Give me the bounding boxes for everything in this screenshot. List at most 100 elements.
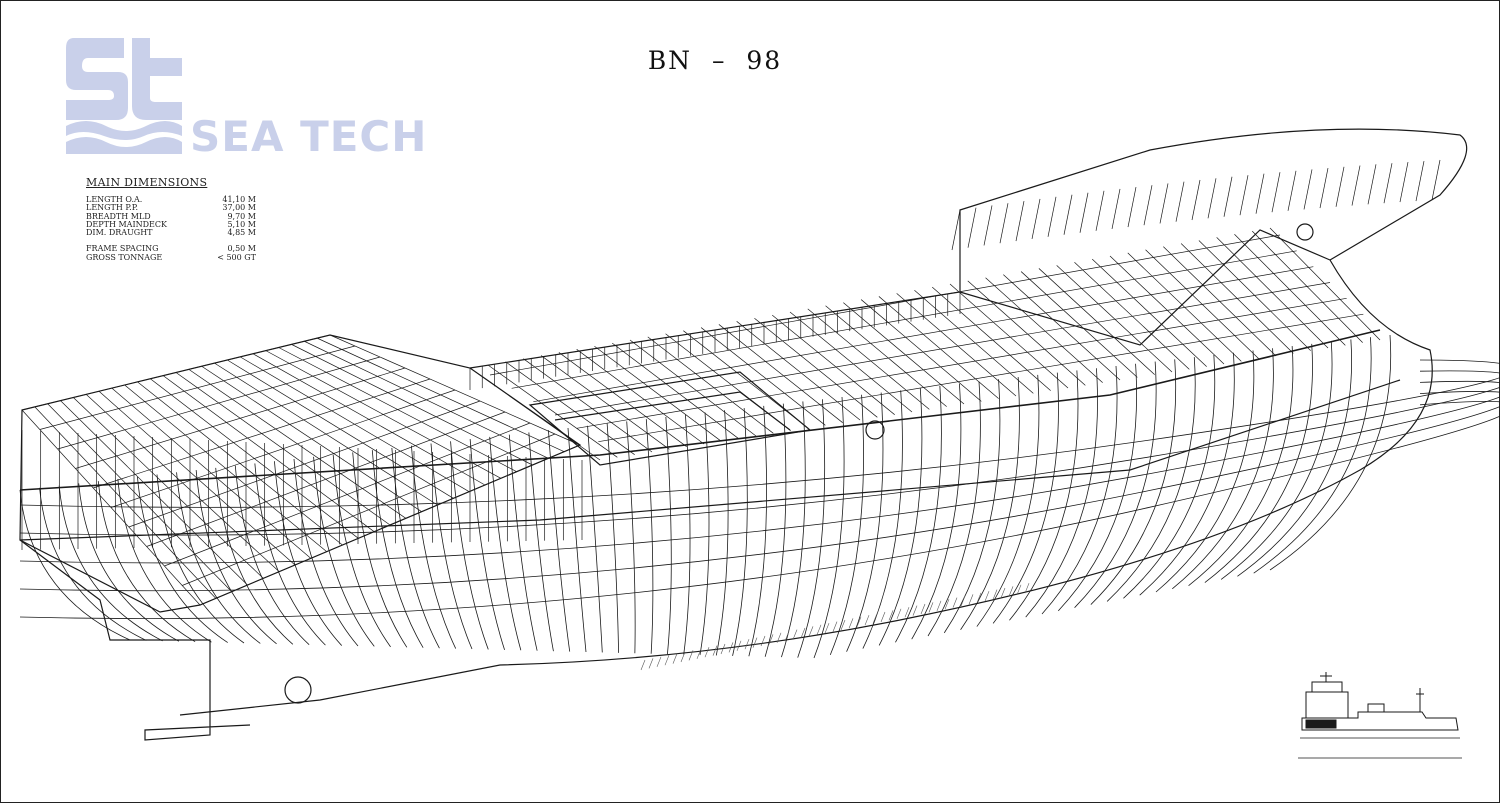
deck-girder xyxy=(554,282,1331,416)
hull-frame xyxy=(548,430,571,652)
dimension-row: LENGTH P.P.37,00 M xyxy=(86,203,256,213)
hull-frame xyxy=(391,447,440,649)
bilge-rib xyxy=(800,627,806,639)
hull-frame xyxy=(156,474,245,644)
deck-beam xyxy=(1003,274,1121,381)
hull-frame xyxy=(19,489,131,641)
deckhouse-longitudinal xyxy=(39,345,356,430)
bilge-rib xyxy=(816,624,822,635)
bilge-rib xyxy=(808,626,814,637)
bilge-rib xyxy=(776,632,782,643)
dimension-label: BREADTH MLD xyxy=(86,211,151,221)
forecastle-stanchion xyxy=(1255,173,1265,214)
deck-beam xyxy=(487,364,618,458)
forecastle-stanchion xyxy=(1239,175,1249,216)
lower-deck-line xyxy=(19,379,1401,541)
bilge-rib xyxy=(1000,587,1006,599)
hull-frame xyxy=(829,394,864,656)
hull-frame xyxy=(234,465,310,646)
hull-frame xyxy=(1057,363,1137,612)
hull-frame xyxy=(683,414,691,655)
hull-frame xyxy=(352,452,408,648)
forecastle-stanchion xyxy=(1415,160,1425,202)
hull-frame xyxy=(254,463,326,646)
bilge-rib xyxy=(880,611,886,623)
deck-beam xyxy=(754,317,878,418)
hull-frame xyxy=(1041,365,1118,615)
hull-stringer xyxy=(19,391,1500,592)
deckhouse-longitudinal xyxy=(75,367,406,469)
hull-frame xyxy=(587,425,603,653)
dimension-value: 9,70 M xyxy=(227,211,256,221)
hull-frame xyxy=(895,385,942,643)
forecastle-stanchion xyxy=(1223,176,1233,217)
sea-tech-logo xyxy=(66,38,182,154)
bilge-rib xyxy=(848,618,854,629)
bilge-rib xyxy=(872,613,878,624)
dimension-value: 41,10 M xyxy=(222,195,256,204)
bilge-rib xyxy=(736,640,742,651)
hull-frame xyxy=(78,483,180,642)
hull-frame xyxy=(1172,348,1274,590)
main-dimensions-heading: MAIN DIMENSIONS xyxy=(86,176,208,189)
stern-skeg xyxy=(19,539,251,741)
deck-beam xyxy=(576,349,705,445)
deck-beam xyxy=(1269,227,1381,341)
bilge-rib xyxy=(768,634,774,645)
bilge-rib xyxy=(912,605,918,616)
bilge-rib xyxy=(832,621,838,632)
hull-frame xyxy=(195,470,277,645)
hull-frame xyxy=(1139,352,1235,596)
deck-beam xyxy=(523,358,653,453)
deck-beam xyxy=(914,289,1034,394)
dimension-label: LENGTH O.A. xyxy=(86,195,143,204)
dimension-value: 0,50 M xyxy=(227,244,256,254)
hull-frame xyxy=(976,374,1040,627)
hull-frame xyxy=(1123,354,1216,599)
forecastle-stanchion xyxy=(983,205,993,246)
deck-beam xyxy=(860,299,982,402)
deck-beam xyxy=(789,311,913,413)
deck-beam xyxy=(931,286,1051,391)
hull-frame xyxy=(911,383,962,640)
hull-frame xyxy=(1106,357,1196,602)
forecastle-stanchion xyxy=(1031,198,1041,239)
hull-frame xyxy=(748,405,767,657)
bilge-keel-ribs xyxy=(640,583,1030,671)
hull-frames xyxy=(19,334,1500,659)
hull-frame xyxy=(567,427,587,653)
bilge-rib xyxy=(840,619,846,631)
deck-beam xyxy=(949,283,1069,389)
deck-beam xyxy=(612,342,739,439)
forecastle-stanchion xyxy=(1191,179,1201,221)
bilge-rib xyxy=(784,631,790,642)
forecastle-stanchion xyxy=(1111,188,1121,229)
deck-beam xyxy=(1020,271,1138,378)
bilge-rib xyxy=(904,607,910,618)
hull-frame xyxy=(1188,346,1294,587)
hull-frame xyxy=(215,467,294,645)
hull-frame xyxy=(992,372,1059,624)
hull-stringer xyxy=(19,370,1500,536)
hull-frame xyxy=(732,408,748,656)
bilge-rib xyxy=(968,594,974,605)
deck-beam xyxy=(594,345,722,442)
forecastle-stanchion xyxy=(1287,170,1297,211)
deckhouse-longitudinal xyxy=(93,378,431,489)
forecastle-stanchion xyxy=(967,207,977,248)
bilge-rib xyxy=(752,637,758,648)
hull-frame xyxy=(176,472,261,644)
dimension-value: 37,00 M xyxy=(222,203,256,213)
hull-frame xyxy=(1253,337,1372,574)
bilge-rib xyxy=(928,602,934,613)
deck-girder xyxy=(533,266,1314,403)
hull-frame xyxy=(665,416,672,655)
dimension-row: LENGTH O.A. 41,10 M xyxy=(86,195,256,204)
forecastle-stanchion xyxy=(1175,181,1185,222)
bilge-rib xyxy=(672,653,678,664)
dimension-label: GROSS TONNAGE xyxy=(86,252,163,262)
